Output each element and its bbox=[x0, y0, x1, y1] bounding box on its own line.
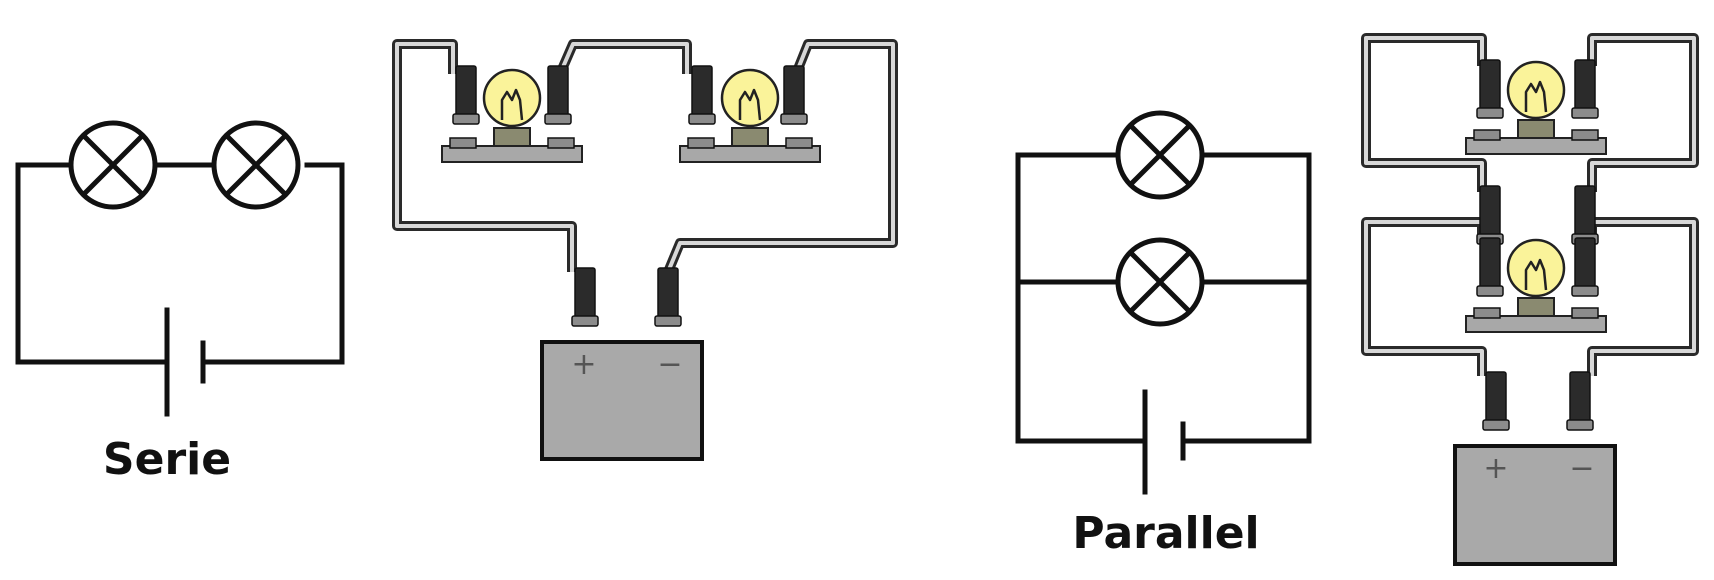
wire-clip-icon bbox=[654, 267, 682, 327]
wire-clip-icon bbox=[1571, 237, 1599, 297]
parallel-schematic-wire bbox=[1015, 152, 1312, 444]
battery-plus-sign: + bbox=[1483, 451, 1508, 486]
wire-clip-icon bbox=[452, 65, 480, 125]
lamp-symbol-icon bbox=[214, 123, 298, 207]
wire-clip-icon bbox=[544, 65, 572, 125]
wire-clip-icon bbox=[1571, 185, 1599, 245]
battery-minus-sign: − bbox=[657, 347, 682, 382]
battery-icon bbox=[1453, 444, 1617, 566]
wire-clip-icon bbox=[1571, 59, 1599, 119]
battery-icon bbox=[540, 340, 704, 461]
series-caption: Serie bbox=[103, 434, 231, 485]
wire-clip-icon bbox=[688, 65, 716, 125]
parallel-caption: Parallel bbox=[1072, 508, 1259, 559]
series-wires bbox=[392, 39, 898, 274]
lamp-symbol-icon bbox=[1118, 113, 1202, 197]
parallel-pictorial: + − bbox=[1361, 33, 1699, 566]
lamp-symbol-icon bbox=[71, 123, 155, 207]
series-schematic-wire bbox=[15, 162, 345, 365]
parallel-schematic bbox=[1015, 113, 1312, 495]
wire-clip-icon bbox=[1476, 59, 1504, 119]
wire-clip-icon bbox=[571, 267, 599, 327]
wire-clip-icon bbox=[1566, 371, 1594, 431]
wire-clip-icon bbox=[1482, 371, 1510, 431]
wire-clip-icon bbox=[1476, 185, 1504, 245]
battery-minus-sign: − bbox=[1569, 451, 1594, 486]
lamp-symbol-icon bbox=[1118, 240, 1202, 324]
wire-clip-icon bbox=[1476, 237, 1504, 297]
series-schematic bbox=[15, 123, 345, 417]
series-pictorial: + − bbox=[392, 39, 898, 461]
battery-plus-sign: + bbox=[571, 347, 596, 382]
wire-clip-icon bbox=[780, 65, 808, 125]
